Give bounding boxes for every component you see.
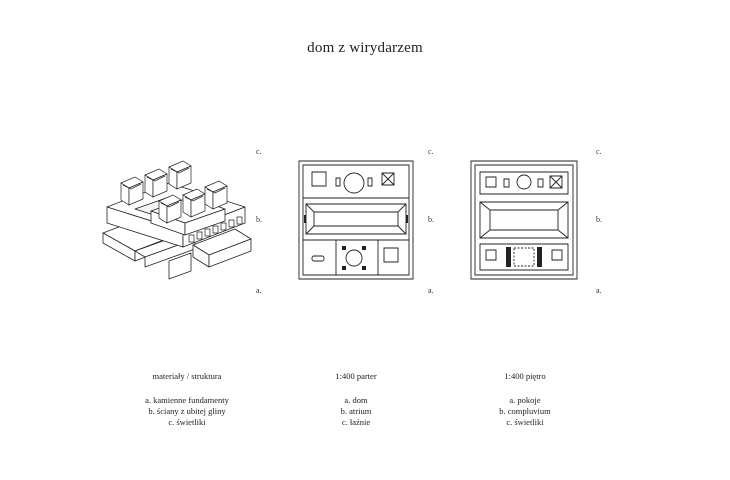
marker-b: b. xyxy=(256,215,262,224)
caption-item: b. atrium xyxy=(340,406,372,416)
marker-b: b. xyxy=(596,215,602,224)
caption-item: a. kamienne fundamenty xyxy=(145,395,229,405)
window-openings xyxy=(189,217,242,242)
caption-item: b. compluvium xyxy=(499,406,551,416)
marker-c: c. xyxy=(428,147,434,156)
bath-square xyxy=(384,248,398,262)
compluvium xyxy=(480,202,568,238)
caption-heading: 1:400 parter xyxy=(335,371,377,381)
column-dots xyxy=(304,215,408,270)
marker-a: a. xyxy=(428,286,434,295)
foundation-block xyxy=(169,253,191,279)
atrium xyxy=(306,204,406,234)
axonometric-drawing xyxy=(95,155,260,290)
caption-item: b. ściany z ubitej gliny xyxy=(148,406,226,416)
foundation-right-side xyxy=(209,239,251,267)
skylight-2 xyxy=(145,169,167,197)
marker-b: b. xyxy=(428,215,434,224)
caption-item: c. łaźnie xyxy=(341,417,371,427)
marker-c: c. xyxy=(596,147,602,156)
room-square-right xyxy=(382,173,394,185)
skylight-5 xyxy=(205,181,227,209)
marker-a: a. xyxy=(256,286,262,295)
ground-floor-plan xyxy=(298,160,414,280)
caption-materials: materiały / struktura a. kamienne fundam… xyxy=(97,371,277,428)
marker-a: a. xyxy=(596,286,602,295)
caption-ground-floor: 1:400 parter a. dom b. atrium c. łaźnie xyxy=(266,371,446,428)
page-title: dom z wirydarzem xyxy=(307,40,423,56)
upper-floor-plan xyxy=(470,160,578,280)
marker-c: c. xyxy=(256,147,262,156)
bath-round xyxy=(346,250,362,266)
caption-item: c. świetliki xyxy=(168,417,206,427)
skylight-3 xyxy=(169,161,191,189)
skylight-4 xyxy=(183,189,205,217)
rooms-top xyxy=(480,172,568,194)
rooms-bottom xyxy=(480,244,568,270)
caption-item: a. pokoje xyxy=(509,395,541,405)
skylight-1 xyxy=(121,177,143,205)
caption-heading: materiały / struktura xyxy=(152,371,222,381)
caption-item: a. dom xyxy=(344,395,368,405)
impluvium xyxy=(314,212,398,226)
caption-item: c. świetliki xyxy=(506,417,544,427)
room-square-left xyxy=(312,172,326,186)
round-room xyxy=(344,173,364,193)
caption-heading: 1:400 piętro xyxy=(504,371,546,381)
skylight-6 xyxy=(159,195,181,223)
wall-upper-side xyxy=(185,209,225,235)
caption-upper-floor: 1:400 piętro a. pokoje b. compluvium c. … xyxy=(435,371,615,428)
